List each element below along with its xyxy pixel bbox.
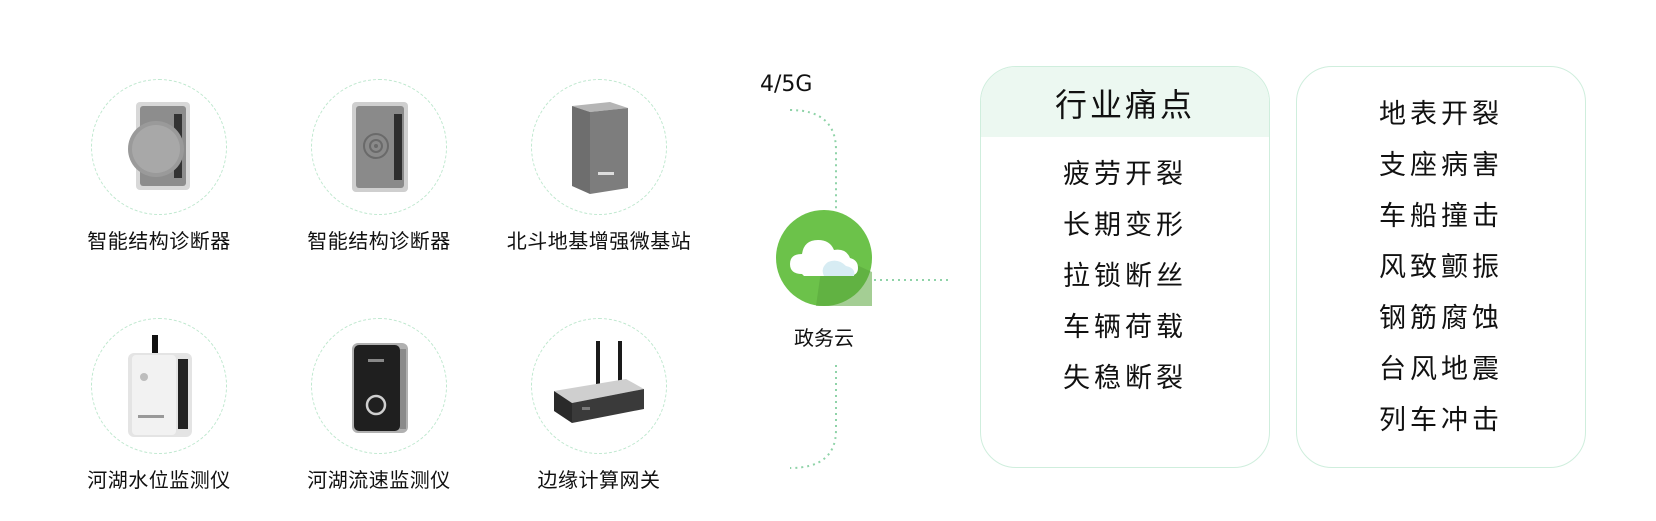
more-points-panel: 地表开裂 支座病害 车船撞击 风致颤振 钢筋腐蚀 台风地震 列车冲击 — [1296, 66, 1586, 468]
device-label: 河湖水位监测仪 — [87, 468, 231, 492]
structure-diagnostic-device-icon — [352, 102, 408, 192]
device-structure-diagnostic-2: 智能结构诊断器 — [279, 79, 479, 254]
flow-rate-monitor-icon — [352, 343, 408, 433]
list-item: 风致颤振 — [1379, 252, 1503, 283]
list-item: 失稳断裂 — [1063, 363, 1187, 394]
pain-points-panel: 行业痛点 疲劳开裂 长期变形 拉锁断丝 车辆荷载 失稳断裂 — [980, 66, 1270, 468]
device-label: 边缘计算网关 — [537, 468, 661, 492]
device-flow-rate-monitor: 河湖流速监测仪 — [279, 318, 479, 493]
upper-connector-line — [789, 109, 837, 210]
device-label: 北斗地基增强微基站 — [506, 229, 692, 253]
list-item: 支座病害 — [1379, 150, 1503, 181]
structure-diagnostic-device-icon — [128, 102, 190, 190]
list-item: 车辆荷载 — [1063, 312, 1187, 343]
list-item: 疲劳开裂 — [1063, 159, 1187, 190]
list-item: 地表开裂 — [1379, 99, 1503, 130]
list-item: 列车冲击 — [1379, 405, 1503, 436]
beidou-base-station-icon — [572, 102, 628, 194]
device-structure-diagnostic-1: 智能结构诊断器 — [59, 79, 259, 254]
cloud-label: 政务云 — [794, 326, 854, 350]
device-label: 河湖流速监测仪 — [307, 468, 451, 492]
list-item: 钢筋腐蚀 — [1379, 303, 1503, 334]
device-water-level-monitor: 河湖水位监测仪 — [59, 318, 259, 493]
device-edge-gateway: 边缘计算网关 — [499, 318, 699, 493]
list-item: 长期变形 — [1063, 210, 1187, 241]
pain-points-title: 行业痛点 — [981, 67, 1269, 137]
device-label: 智能结构诊断器 — [307, 229, 451, 253]
list-item: 拉锁断丝 — [1063, 261, 1187, 292]
device-beidou-base-station: 北斗地基增强微基站 — [499, 79, 699, 254]
cloud-icon — [776, 210, 872, 306]
list-item: 台风地震 — [1379, 354, 1503, 385]
more-points-list: 地表开裂 支座病害 车船撞击 风致颤振 钢筋腐蚀 台风地震 列车冲击 — [1297, 67, 1585, 446]
cloud-node — [776, 210, 872, 306]
lower-connector-line — [789, 365, 837, 469]
pain-points-list: 疲劳开裂 长期变形 拉锁断丝 车辆荷载 失稳断裂 — [981, 137, 1269, 404]
connection-label: 4/5G — [760, 72, 813, 97]
water-level-monitor-icon — [128, 335, 192, 437]
list-item: 车船撞击 — [1379, 201, 1503, 232]
device-label: 智能结构诊断器 — [87, 229, 231, 253]
edge-gateway-router-icon — [554, 341, 644, 423]
